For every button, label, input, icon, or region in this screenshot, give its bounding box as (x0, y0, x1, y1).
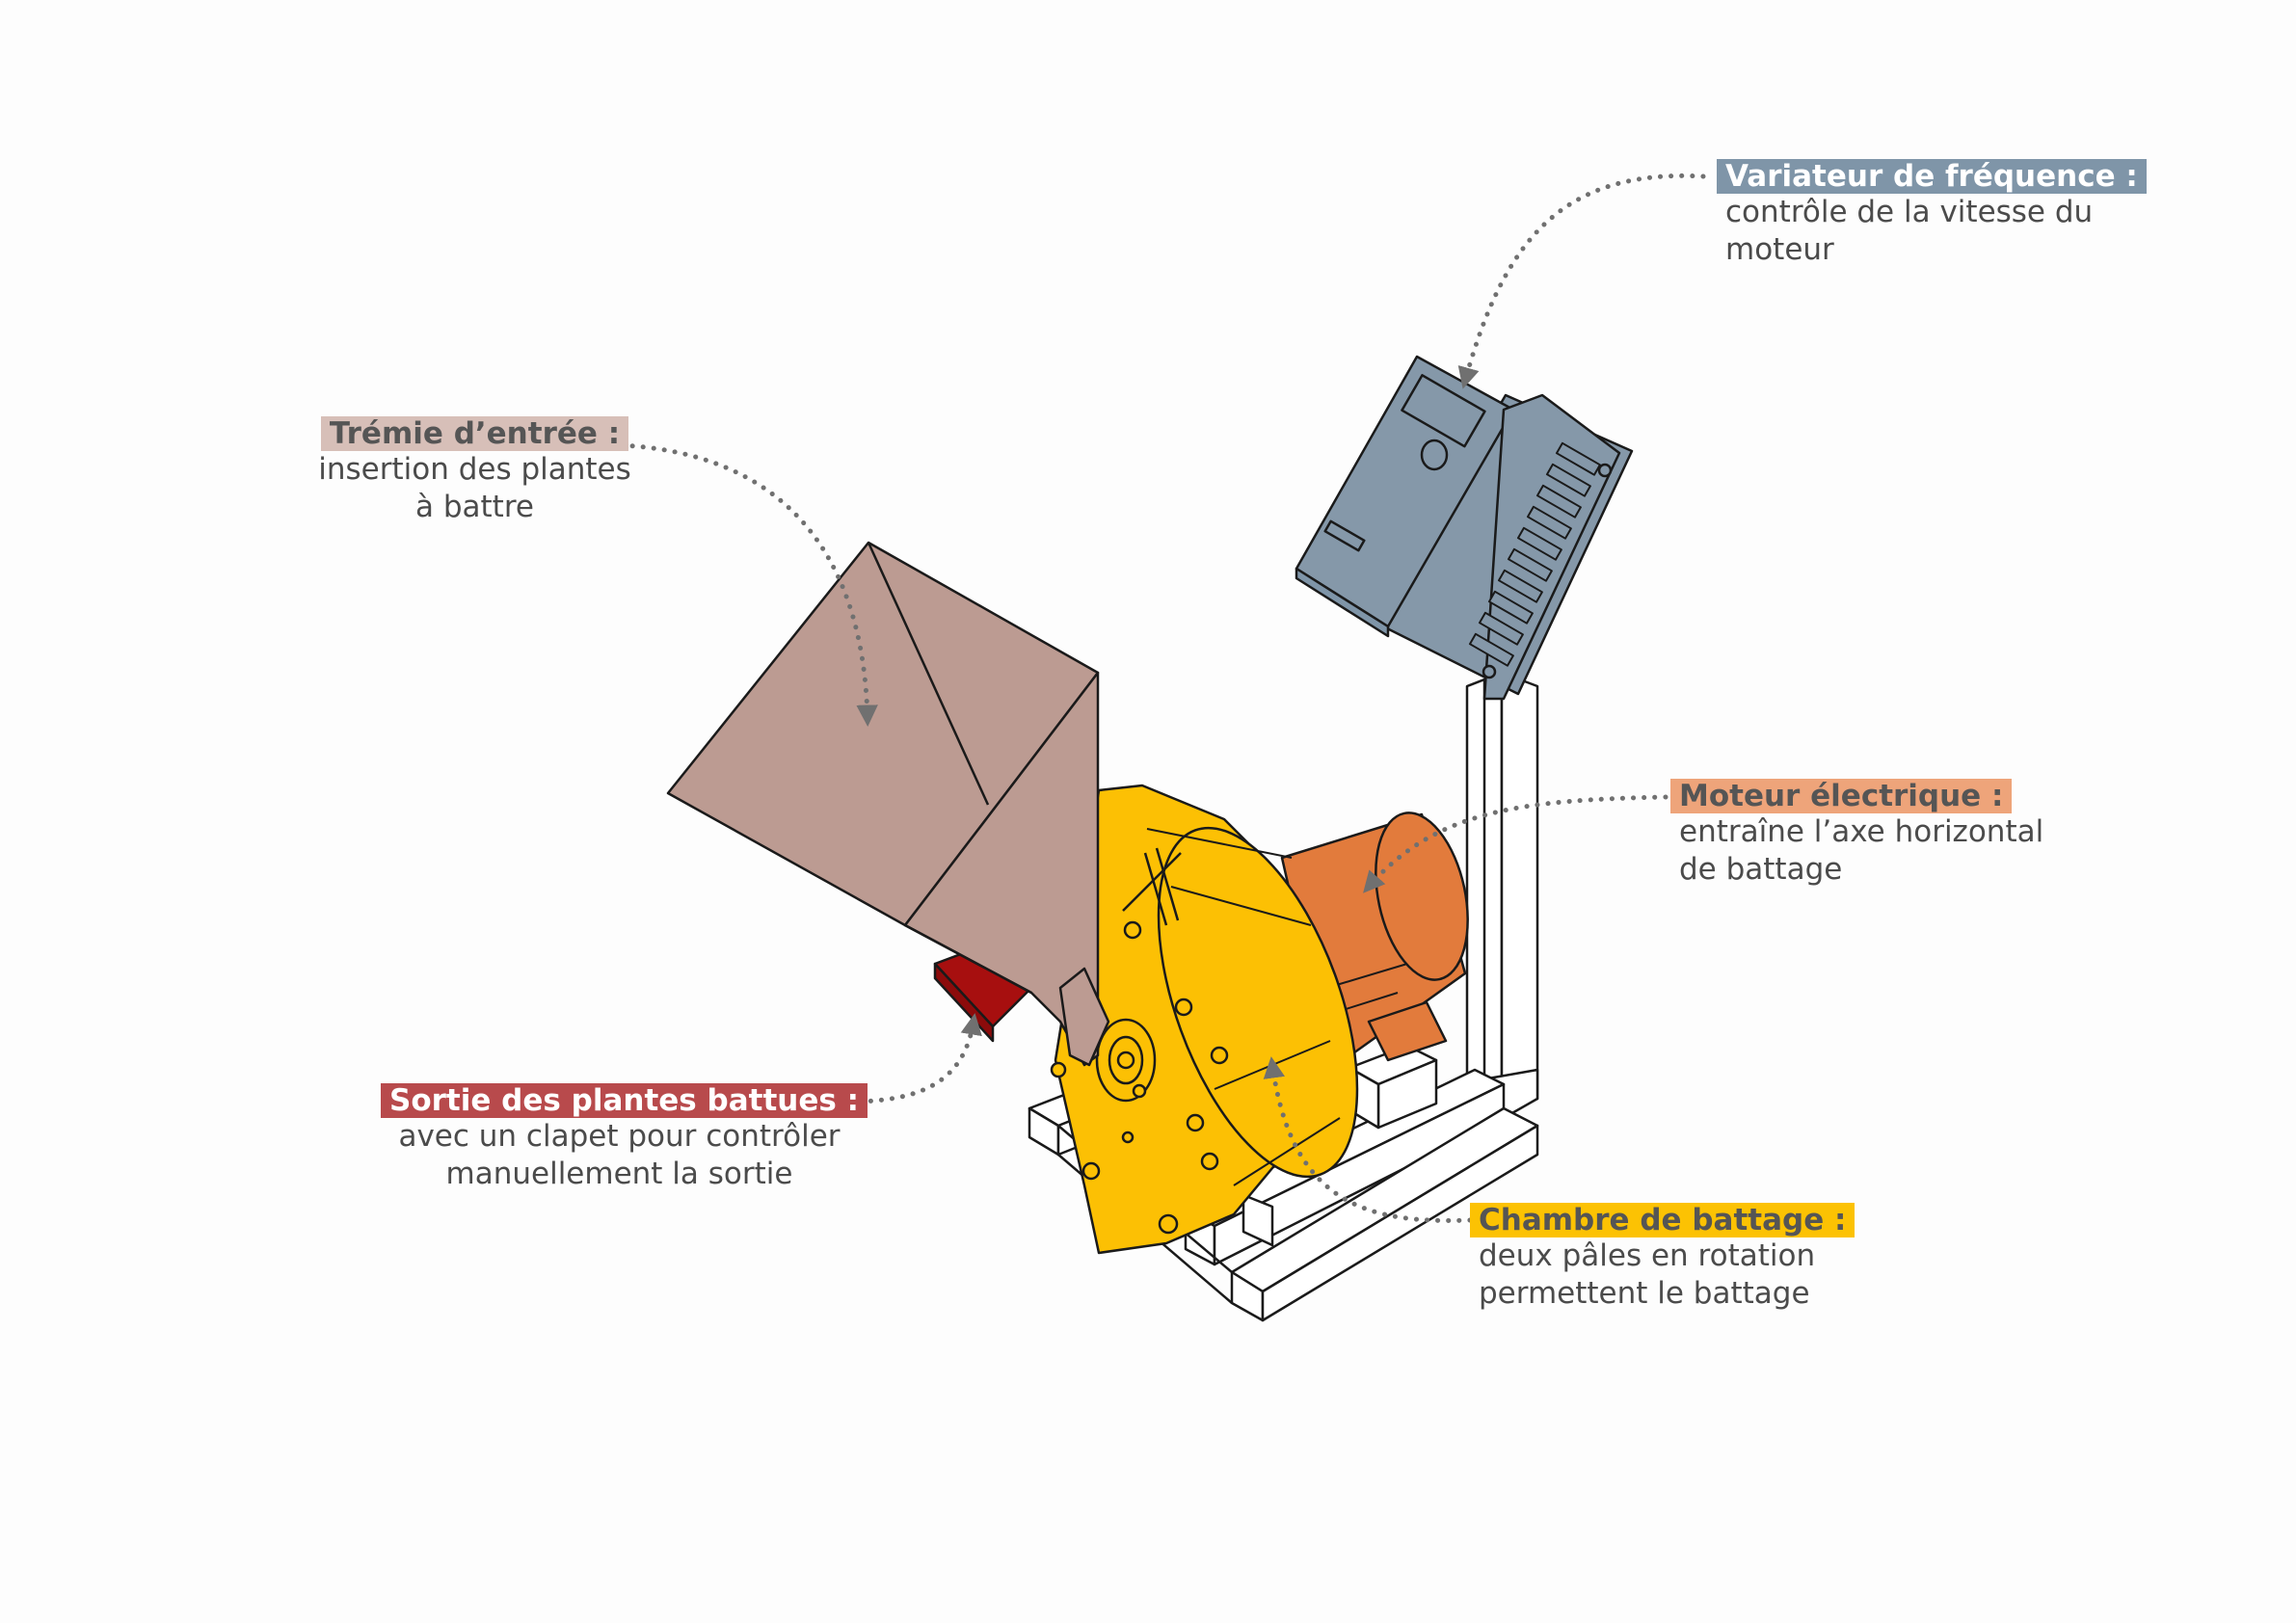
label-hopper: Trémie d’entrée : insertion des plantes … (308, 416, 641, 526)
label-chamber-title: Chambre de battage : (1470, 1203, 1855, 1237)
label-motor-line2: de battage (1679, 852, 1843, 887)
input-hopper (666, 541, 1110, 1067)
pointer-inverter (1457, 173, 1706, 389)
pointer-chamber (1263, 1056, 1473, 1223)
pointer-motor (1363, 794, 1669, 893)
label-motor-line1: entraîne l’axe horizontal (1679, 814, 2044, 849)
label-motor: Moteur électrique : entraîne l’axe horiz… (1670, 779, 2043, 889)
label-outlet-title: Sortie des plantes battues : (381, 1083, 868, 1118)
label-chamber-line1: deux pâles en rotation (1479, 1238, 1816, 1273)
label-outlet: Sortie des plantes battues : avec un cla… (381, 1083, 868, 1193)
label-inverter-line1: contrôle de la vitesse du (1725, 195, 2094, 229)
label-motor-title: Moteur électrique : (1670, 779, 2013, 813)
label-hopper-title: Trémie d’entrée : (320, 416, 629, 451)
threshing-chamber (1050, 784, 1359, 1255)
label-hopper-line1: insertion des plantes (318, 452, 631, 487)
frequency-inverter (1295, 355, 1634, 701)
label-chamber: Chambre de battage : deux pâles en rotat… (1470, 1203, 1855, 1313)
pointer-hopper (619, 442, 878, 727)
label-chamber-line2: permettent le battage (1479, 1276, 1810, 1311)
label-inverter-title: Variateur de fréquence : (1717, 159, 2147, 194)
label-hopper-line2: à battre (415, 490, 534, 524)
label-outlet-line1: avec un clapet pour contrôler (398, 1119, 841, 1154)
inverter-support-post (1454, 671, 1539, 1120)
label-outlet-line2: manuellement la sortie (445, 1157, 793, 1191)
label-inverter-line2: moteur (1725, 232, 1834, 267)
label-inverter: Variateur de fréquence : contrôle de la … (1717, 159, 2147, 269)
